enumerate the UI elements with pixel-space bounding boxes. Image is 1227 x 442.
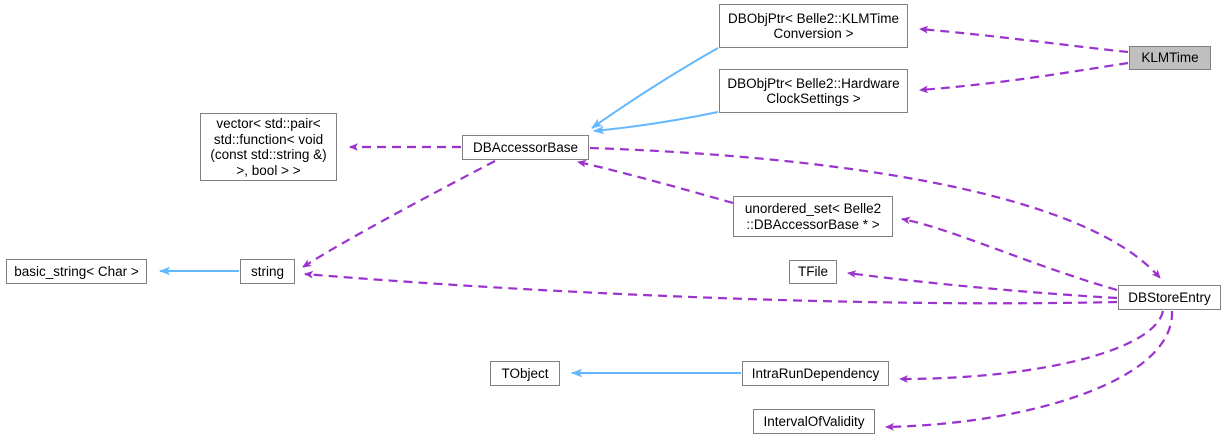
node-vector_pair[interactable]: vector< std::pair< std::function< void (… (200, 113, 337, 181)
node-label-dbobjptr_klmtime: DBObjPtr< Belle2::KLMTime Conversion > (728, 10, 899, 42)
edge-dbstoreentry-to-string (304, 270, 1118, 305)
node-label-unordered_set: unordered_set< Belle2 ::DBAccessorBase *… (744, 201, 882, 232)
edge-dbstoreentry-to-intervalofvalidity (885, 310, 1174, 431)
edge-dbstoreentry-to-unordered-set (901, 216, 1118, 292)
node-tfile[interactable]: TFile (789, 260, 837, 284)
node-unordered_set[interactable]: unordered_set< Belle2 ::DBAccessorBase *… (733, 196, 893, 237)
node-dbaccessorbase[interactable]: DBAccessorBase (462, 135, 589, 160)
edge-dbaccessorbase-to-dbstoreentry (589, 146, 1161, 279)
edge-dbstoreentry-to-intrarundependency (899, 310, 1165, 383)
edge-dbobjptr-klmtime-to-dbaccessorbase (591, 47, 719, 129)
node-tobject[interactable]: TObject (490, 361, 560, 386)
node-label-intrarundependency: IntraRunDependency (751, 365, 880, 381)
node-dbstoreentry[interactable]: DBStoreEntry (1118, 285, 1221, 310)
node-dbobjptr_klmtime[interactable]: DBObjPtr< Belle2::KLMTime Conversion > (719, 4, 908, 48)
node-klmtime[interactable]: KLMTime (1129, 46, 1211, 70)
node-label-klmtime: KLMTime (1141, 50, 1199, 66)
node-label-intervalofvalidity: IntervalOfValidity (763, 413, 865, 429)
node-intervalofvalidity[interactable]: IntervalOfValidity (753, 409, 875, 434)
node-label-string: string (250, 263, 284, 279)
edge-dbaccessorbase-to-string (302, 160, 496, 268)
node-intrarundependency[interactable]: IntraRunDependency (742, 361, 889, 386)
node-label-dbobjptr_hardware: DBObjPtr< Belle2::Hardware ClockSettings… (727, 75, 900, 107)
node-label-tfile: TFile (798, 264, 828, 280)
edge-klmtime-to-dbobjptr-klmtime (919, 25, 1129, 54)
edge-klmtime-to-dbobjptr-hardware (919, 61, 1129, 94)
edge-dbobjptr-hardware-to-dbaccessorbase (593, 111, 719, 135)
node-label-dbaccessorbase: DBAccessorBase (472, 139, 579, 155)
node-dbobjptr_hardware[interactable]: DBObjPtr< Belle2::Hardware ClockSettings… (719, 69, 908, 113)
node-string[interactable]: string (240, 259, 295, 284)
edge-unordered-set-to-dbaccessorbase (577, 159, 734, 205)
edge-dbstoreentry-to-tfile (847, 270, 1118, 300)
node-label-dbstoreentry: DBStoreEntry (1128, 289, 1211, 305)
node-label-tobject: TObject (501, 365, 549, 381)
node-label-vector_pair: vector< std::pair< std::function< void (… (210, 116, 327, 178)
node-label-basic_string: basic_string< Char > (14, 263, 139, 279)
node-basic_string[interactable]: basic_string< Char > (6, 259, 147, 284)
